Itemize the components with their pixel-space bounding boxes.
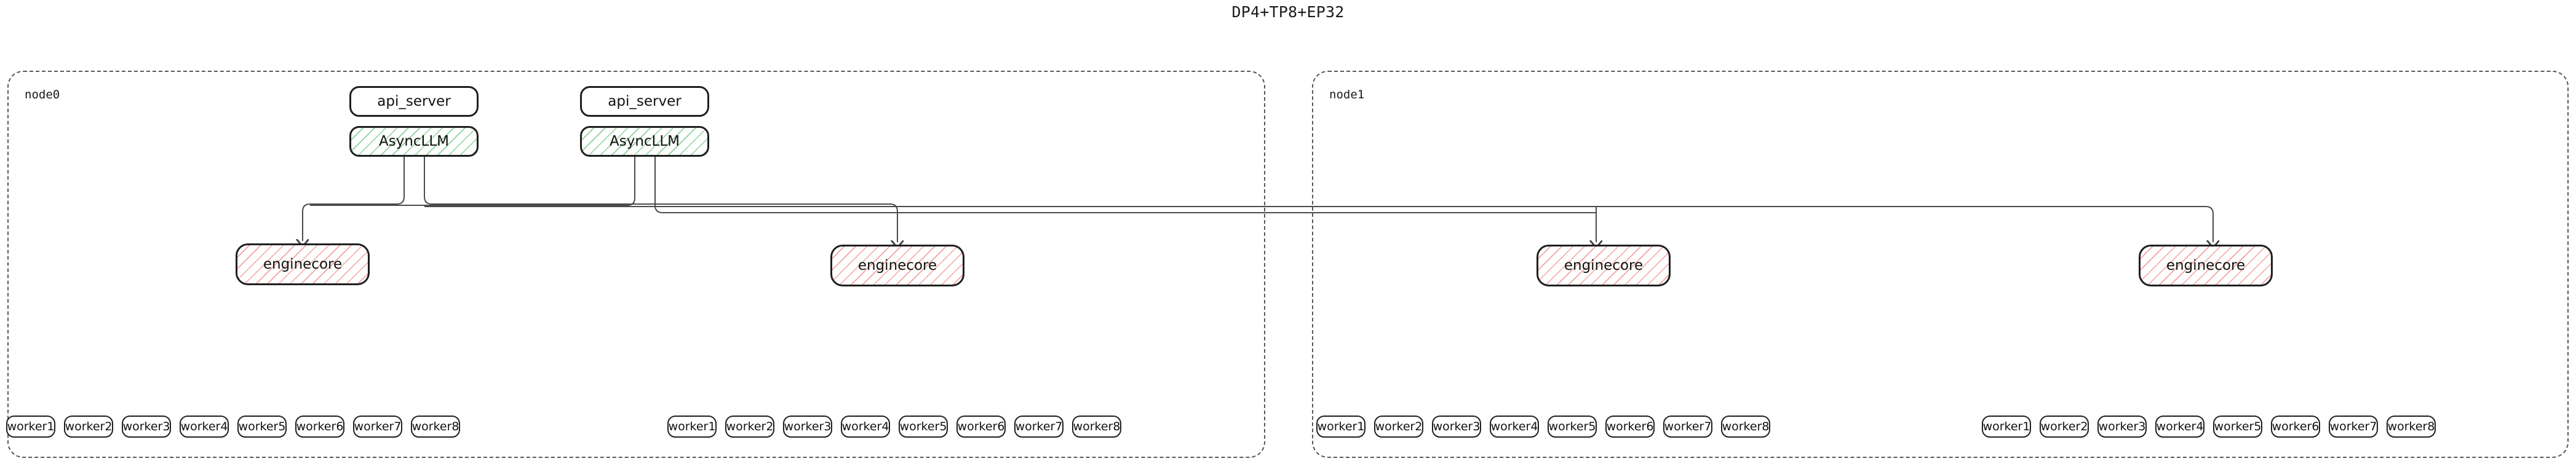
worker-box[interactable]: worker3 — [2097, 416, 2147, 438]
worker-box[interactable]: worker6 — [956, 416, 1006, 438]
worker-box[interactable]: worker6 — [2271, 416, 2320, 438]
worker-box[interactable]: worker8 — [2387, 416, 2436, 438]
worker-box[interactable]: worker2 — [64, 416, 113, 438]
node-container-node1 — [1312, 71, 2569, 458]
worker-box[interactable]: worker7 — [353, 416, 402, 438]
worker-box[interactable]: worker4 — [1490, 416, 1539, 438]
worker-box[interactable]: worker2 — [725, 416, 774, 438]
worker-box[interactable]: worker8 — [1072, 416, 1121, 438]
asyncllm-box[interactable]: AsyncLLM — [349, 126, 479, 157]
enginecore-box[interactable]: enginecore — [236, 243, 370, 285]
worker-box[interactable]: worker7 — [1663, 416, 1712, 438]
worker-box[interactable]: worker8 — [1721, 416, 1770, 438]
worker-box[interactable]: worker5 — [237, 416, 287, 438]
worker-box[interactable]: worker7 — [1014, 416, 1063, 438]
worker-box[interactable]: worker1 — [1982, 416, 2031, 438]
api-server-box[interactable]: api_server — [580, 86, 709, 117]
worker-box[interactable]: worker8 — [411, 416, 460, 438]
worker-box[interactable]: worker1 — [6, 416, 55, 438]
worker-box[interactable]: worker4 — [180, 416, 229, 438]
enginecore-box[interactable]: enginecore — [830, 245, 964, 286]
worker-box[interactable]: worker3 — [783, 416, 832, 438]
worker-box[interactable]: worker3 — [122, 416, 171, 438]
asyncllm-box[interactable]: AsyncLLM — [580, 126, 709, 157]
worker-box[interactable]: worker7 — [2329, 416, 2378, 438]
page-title: DP4+TP8+EP32 — [1231, 3, 1345, 21]
enginecore-box[interactable]: enginecore — [1536, 245, 1671, 286]
node-label-node1: node1 — [1329, 88, 1365, 101]
node-container-node0 — [7, 71, 1265, 458]
worker-box[interactable]: worker2 — [2040, 416, 2089, 438]
worker-box[interactable]: worker1 — [667, 416, 717, 438]
worker-box[interactable]: worker5 — [2213, 416, 2262, 438]
worker-box[interactable]: worker4 — [2155, 416, 2204, 438]
worker-box[interactable]: worker6 — [295, 416, 344, 438]
worker-box[interactable]: worker3 — [1432, 416, 1481, 438]
worker-box[interactable]: worker1 — [1316, 416, 1366, 438]
worker-box[interactable]: worker2 — [1374, 416, 1423, 438]
worker-box[interactable]: worker4 — [841, 416, 890, 438]
worker-box[interactable]: worker5 — [899, 416, 948, 438]
worker-box[interactable]: worker5 — [1548, 416, 1597, 438]
api-server-box[interactable]: api_server — [349, 86, 479, 117]
worker-box[interactable]: worker6 — [1605, 416, 1655, 438]
node-label-node0: node0 — [25, 88, 60, 101]
enginecore-box[interactable]: enginecore — [2139, 245, 2273, 286]
